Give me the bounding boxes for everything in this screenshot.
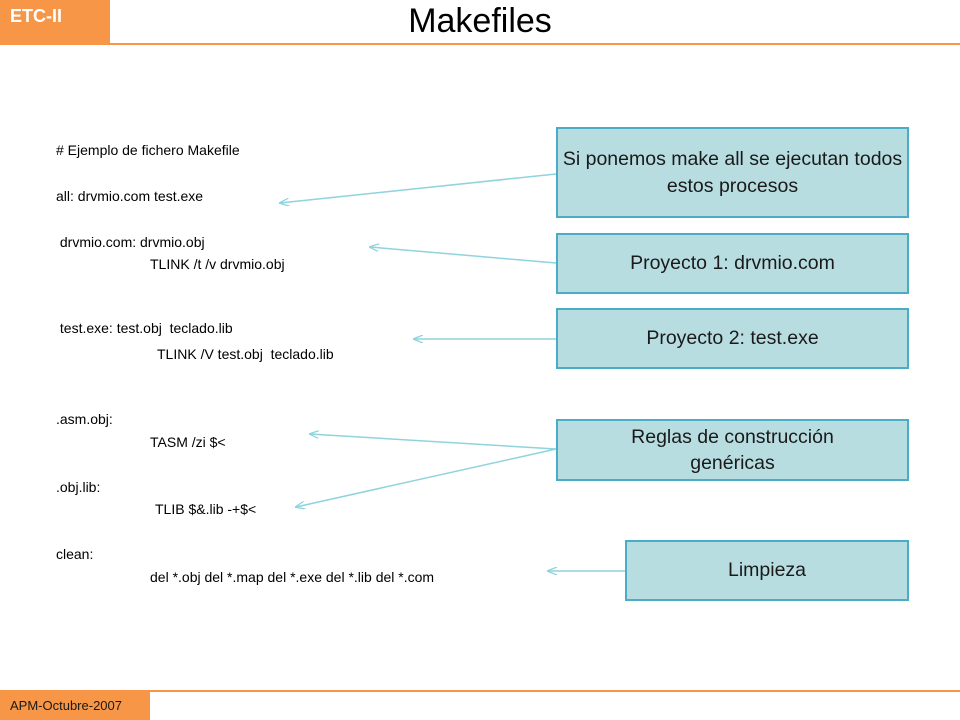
footer-divider (0, 690, 960, 692)
course-label: ETC-II (0, 0, 110, 44)
callout-proyecto2: Proyecto 2: test.exe (556, 308, 909, 369)
code-test-cmd: TLINK /V test.obj teclado.lib (157, 346, 334, 362)
code-asm-rule: .asm.obj: (56, 411, 113, 427)
code-test-rule: test.exe: test.obj teclado.lib (56, 320, 233, 336)
code-comment: # Ejemplo de fichero Makefile (56, 142, 240, 158)
callout-make-all-text: Si ponemos make all se ejecutan todos es… (562, 148, 903, 197)
arrow-reglas-asm (310, 434, 557, 450)
footer-label: APM-Octubre-2007 (0, 692, 150, 720)
callout-limpieza: Limpieza (625, 540, 909, 601)
code-all-rule: all: drvmio.com test.exe (56, 188, 204, 204)
callout-proyecto1-text: Proyecto 1: drvmio.com (630, 252, 835, 275)
callout-proyecto2-text: Proyecto 2: test.exe (646, 327, 819, 350)
slide-title: Makefiles (408, 2, 552, 40)
callout-limpieza-text: Limpieza (727, 559, 807, 582)
arrow-all (280, 173, 557, 203)
callout-reglas-text: Reglas de construcción genéricas (631, 425, 834, 474)
code-asm-cmd: TASM /zi $< (150, 434, 226, 450)
arrow-proyecto1 (370, 247, 557, 264)
header-divider (0, 43, 960, 45)
code-clean-cmd: del *.obj del *.map del *.exe del *.lib … (150, 569, 435, 585)
arrow-reglas-obj (296, 448, 557, 507)
callout-reglas: Reglas de construcción genéricas (556, 419, 909, 481)
callout-proyecto1: Proyecto 1: drvmio.com (556, 233, 909, 294)
code-obj-cmd: TLIB $&.lib -+$< (155, 501, 257, 517)
code-clean-rule: clean: (56, 546, 94, 562)
code-obj-rule: .obj.lib: (56, 479, 101, 495)
code-drvmio-cmd: TLINK /t /v drvmio.obj (150, 256, 285, 272)
code-drvmio-rule: drvmio.com: drvmio.obj (56, 234, 205, 250)
callout-make-all: Si ponemos make all se ejecutan todos es… (556, 127, 909, 218)
